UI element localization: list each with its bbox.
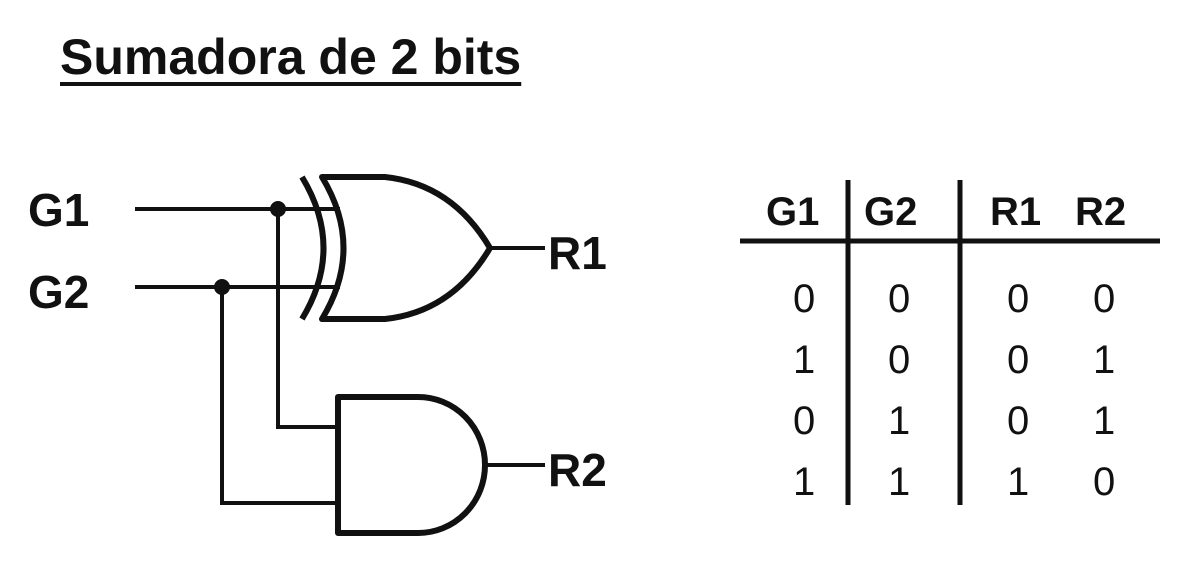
table-cell: 0 <box>1093 460 1115 504</box>
xor-gate <box>299 174 493 322</box>
table-cell: 0 <box>1007 338 1029 382</box>
input-label-g2: G2 <box>28 266 89 318</box>
table-cell: 0 <box>1093 277 1115 321</box>
table-cell: 0 <box>793 277 815 321</box>
table-cell: 0 <box>1007 399 1029 443</box>
output-label-r1: R1 <box>548 227 607 279</box>
page-title: Sumadora de 2 bits <box>60 29 522 85</box>
wires <box>135 201 545 505</box>
truth-table: G1 G2 R1 R2 0 0 0 0 1 0 0 1 0 1 0 1 1 1 … <box>740 180 1160 505</box>
xor-gate-body <box>319 174 493 322</box>
table-header-g1: G1 <box>766 190 819 234</box>
xor-gate-extra-arc <box>299 175 327 321</box>
table-header-r2: R2 <box>1075 190 1126 234</box>
table-cell: 0 <box>888 338 910 382</box>
output-label-r2: R2 <box>548 444 607 496</box>
table-cell: 0 <box>888 277 910 321</box>
table-cell: 1 <box>1093 399 1115 443</box>
junction-dot-g2 <box>214 279 230 295</box>
junction-dot-g1 <box>270 201 286 217</box>
table-cell: 1 <box>888 399 910 443</box>
input-label-g1: G1 <box>28 184 89 236</box>
and-gate-body <box>335 394 488 536</box>
table-cell: 1 <box>1093 338 1115 382</box>
table-cell: 0 <box>1007 277 1029 321</box>
table-cell: 1 <box>1007 460 1029 504</box>
wire-g1-to-and <box>276 209 338 429</box>
table-header-g2: G2 <box>864 190 917 234</box>
wire-g2-to-and <box>220 287 338 505</box>
table-cell: 1 <box>888 460 910 504</box>
and-gate <box>335 394 488 536</box>
table-cell: 1 <box>793 460 815 504</box>
table-cell: 0 <box>793 399 815 443</box>
table-header-r1: R1 <box>990 190 1041 234</box>
table-cell: 1 <box>793 338 815 382</box>
